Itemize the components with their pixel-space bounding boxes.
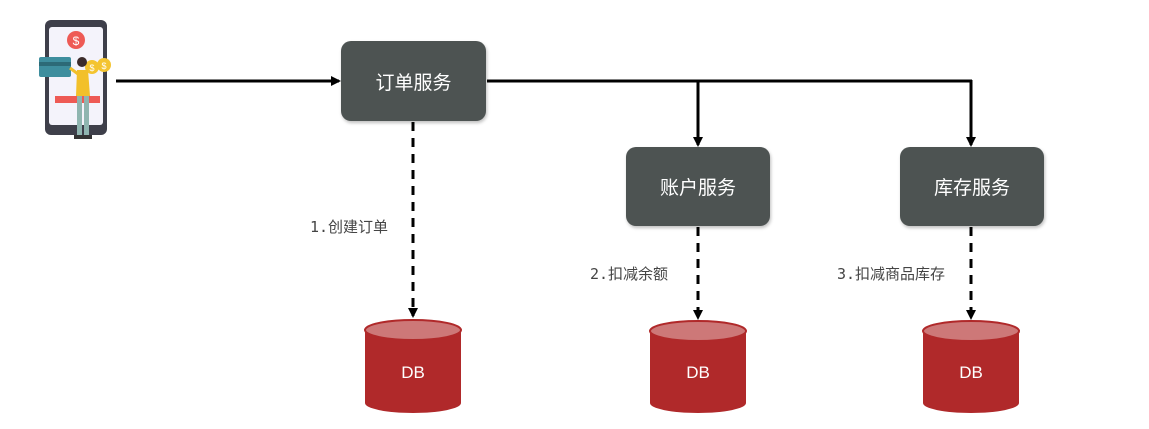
svg-text:$: $: [73, 34, 80, 48]
storage-database: DB: [922, 320, 1020, 413]
storage-service-box: 库存服务: [900, 147, 1044, 226]
account-service-box: 账户服务: [626, 147, 770, 226]
account-database: DB: [649, 320, 747, 413]
storage-db-label: DB: [959, 363, 983, 382]
step-deduct-balance-label: 2.扣减余额: [590, 265, 669, 283]
account-db-label: DB: [686, 363, 710, 382]
mobile-payment-user-icon: $ $ $: [39, 20, 111, 139]
order-service-box: 订单服务: [341, 41, 486, 121]
order-db-label: DB: [401, 363, 425, 382]
order-database: DB: [364, 319, 462, 413]
svg-text:$: $: [89, 63, 94, 73]
step-create-order-label: 1.创建订单: [310, 218, 389, 236]
step-deduct-stock-label: 3.扣减商品库存: [837, 265, 946, 283]
svg-text:$: $: [101, 61, 106, 71]
